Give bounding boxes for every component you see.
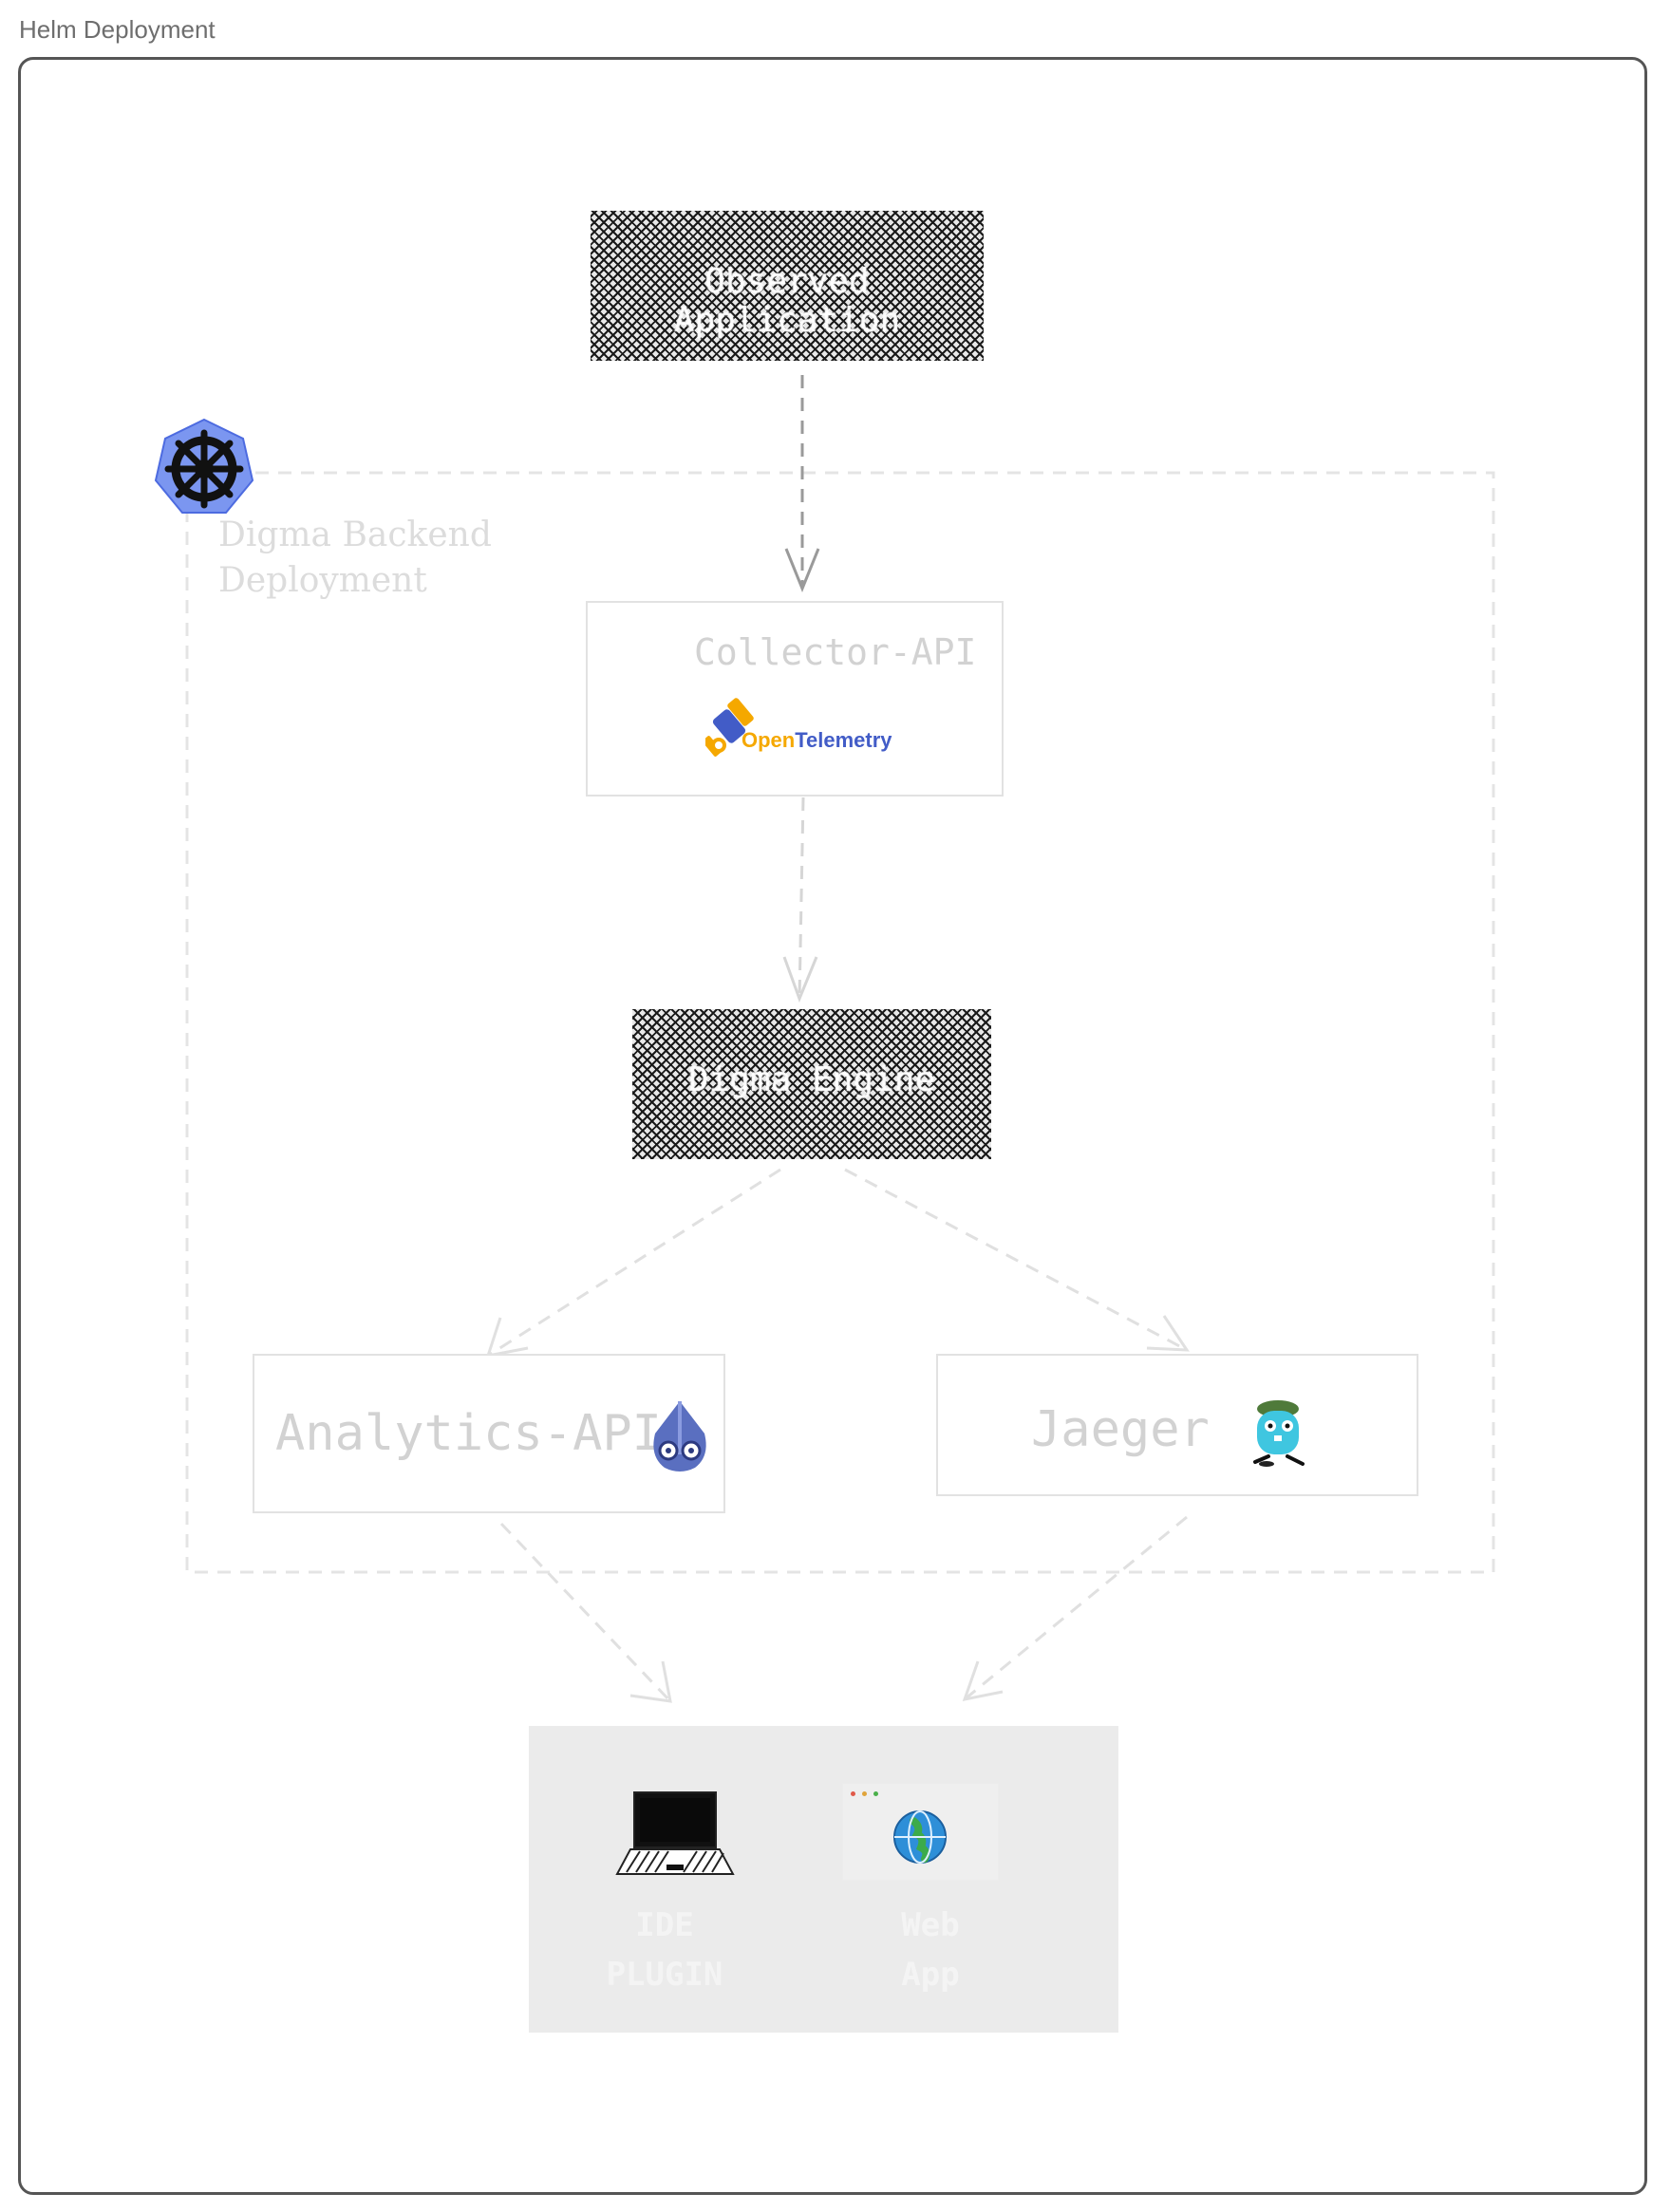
tab-title: Helm Deployment [19, 15, 216, 44]
observed-application-node[interactable]: Observed Application [591, 211, 984, 361]
window-dot-red [851, 1791, 855, 1796]
digma-engine-label: Digma Engine [687, 1060, 936, 1099]
client-ide-line1: IDE [635, 1906, 694, 1944]
laptop-icon [615, 1791, 735, 1875]
arrow-engine-to-analytics [487, 1168, 781, 1358]
jaeger-label: Jaeger [1031, 1401, 1210, 1458]
jaeger-gopher-icon [1253, 1400, 1305, 1467]
window-dot-green [873, 1791, 878, 1796]
client-label-web: Web App [836, 1901, 1025, 1999]
arrow-analytics-to-clients [499, 1522, 672, 1703]
collector-api-label: Collector-API [694, 631, 977, 673]
globe-icon [893, 1810, 947, 1864]
digma-engine-node[interactable]: Digma Engine [632, 1009, 991, 1159]
clients-panel [529, 1726, 1118, 2033]
otel-open-text: Open [742, 728, 796, 752]
client-label-ide: IDE PLUGIN [570, 1901, 760, 1999]
collector-api-node[interactable]: Collector-API OpenTelemetry [586, 601, 1004, 797]
group-title-line2: Deployment [218, 561, 427, 600]
analytics-api-label: Analytics-API [275, 1405, 662, 1462]
arrow-engine-to-jaeger [844, 1168, 1188, 1352]
deployment-frame [18, 57, 1647, 2195]
arrow-jaeger-to-clients [964, 1515, 1188, 1701]
client-web-line2: App [901, 1956, 960, 1994]
arrow-collector-to-engine [798, 797, 805, 1000]
observed-application-label: Observed Application [673, 262, 901, 340]
group-title: Digma Backend Deployment [218, 513, 492, 604]
group-boundary [185, 471, 1495, 1574]
kubernetes-helm-icon [154, 418, 254, 514]
analytics-api-node[interactable]: Analytics-API [253, 1354, 725, 1513]
client-web-line1: Web [901, 1906, 960, 1944]
jaeger-node[interactable]: Jaeger [936, 1354, 1418, 1496]
postgres-elephant-icon [653, 1401, 706, 1472]
opentelemetry-logo-icon [705, 698, 754, 757]
otel-telemetry-text: Telemetry [795, 728, 892, 752]
window-dot-yellow [862, 1791, 867, 1796]
opentelemetry-wordmark: OpenTelemetry [742, 728, 892, 753]
group-title-line1: Digma Backend [218, 516, 492, 554]
client-ide-line2: PLUGIN [606, 1956, 723, 1994]
